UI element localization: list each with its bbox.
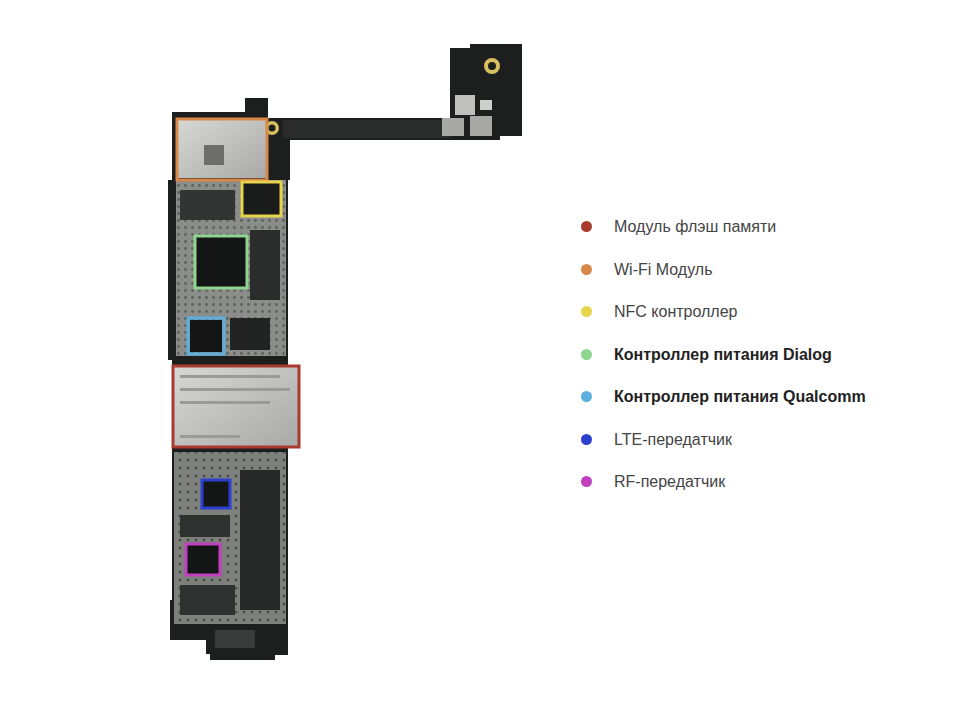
- legend-entry: Модуль флэш памяти: [578, 216, 866, 259]
- flash-chip: [174, 367, 298, 446]
- legend-swatch: [581, 264, 592, 275]
- legend-text: RF-передатчик: [614, 471, 725, 493]
- legend-swatch: [581, 221, 592, 232]
- legend-entry: Wi-Fi Модуль: [578, 259, 866, 302]
- legend-entry: RF-передатчик: [578, 471, 866, 514]
- legend-swatch: [581, 391, 592, 402]
- legend-swatch: [581, 306, 592, 317]
- legend-text: NFC контроллер: [614, 301, 737, 323]
- legend-text: LTE-передатчик: [614, 429, 732, 451]
- legend-swatch: [581, 476, 592, 487]
- highlight-frames: [173, 119, 299, 575]
- legend-entry: Контроллер питания Qualcomm: [578, 386, 866, 429]
- legend-text: Модуль флэш памяти: [614, 216, 776, 238]
- legend-entry: Контроллер питания Dialog: [578, 344, 866, 387]
- legend: Модуль флэш памятиWi-Fi МодульNFC контро…: [578, 216, 866, 514]
- legend-swatch: [581, 434, 592, 445]
- upper-section: [176, 180, 286, 356]
- legend-text: Контроллер питания Qualcomm: [614, 386, 866, 408]
- board-substrate: [168, 44, 522, 660]
- legend-entry: NFC контроллер: [578, 301, 866, 344]
- legend-swatch: [581, 349, 592, 360]
- wifi-module-can: [178, 120, 266, 178]
- legend-text: Контроллер питания Dialog: [614, 344, 832, 366]
- lower-section: [174, 452, 286, 654]
- legend-text: Wi-Fi Модуль: [614, 259, 712, 281]
- legend-entry: LTE-передатчик: [578, 429, 866, 472]
